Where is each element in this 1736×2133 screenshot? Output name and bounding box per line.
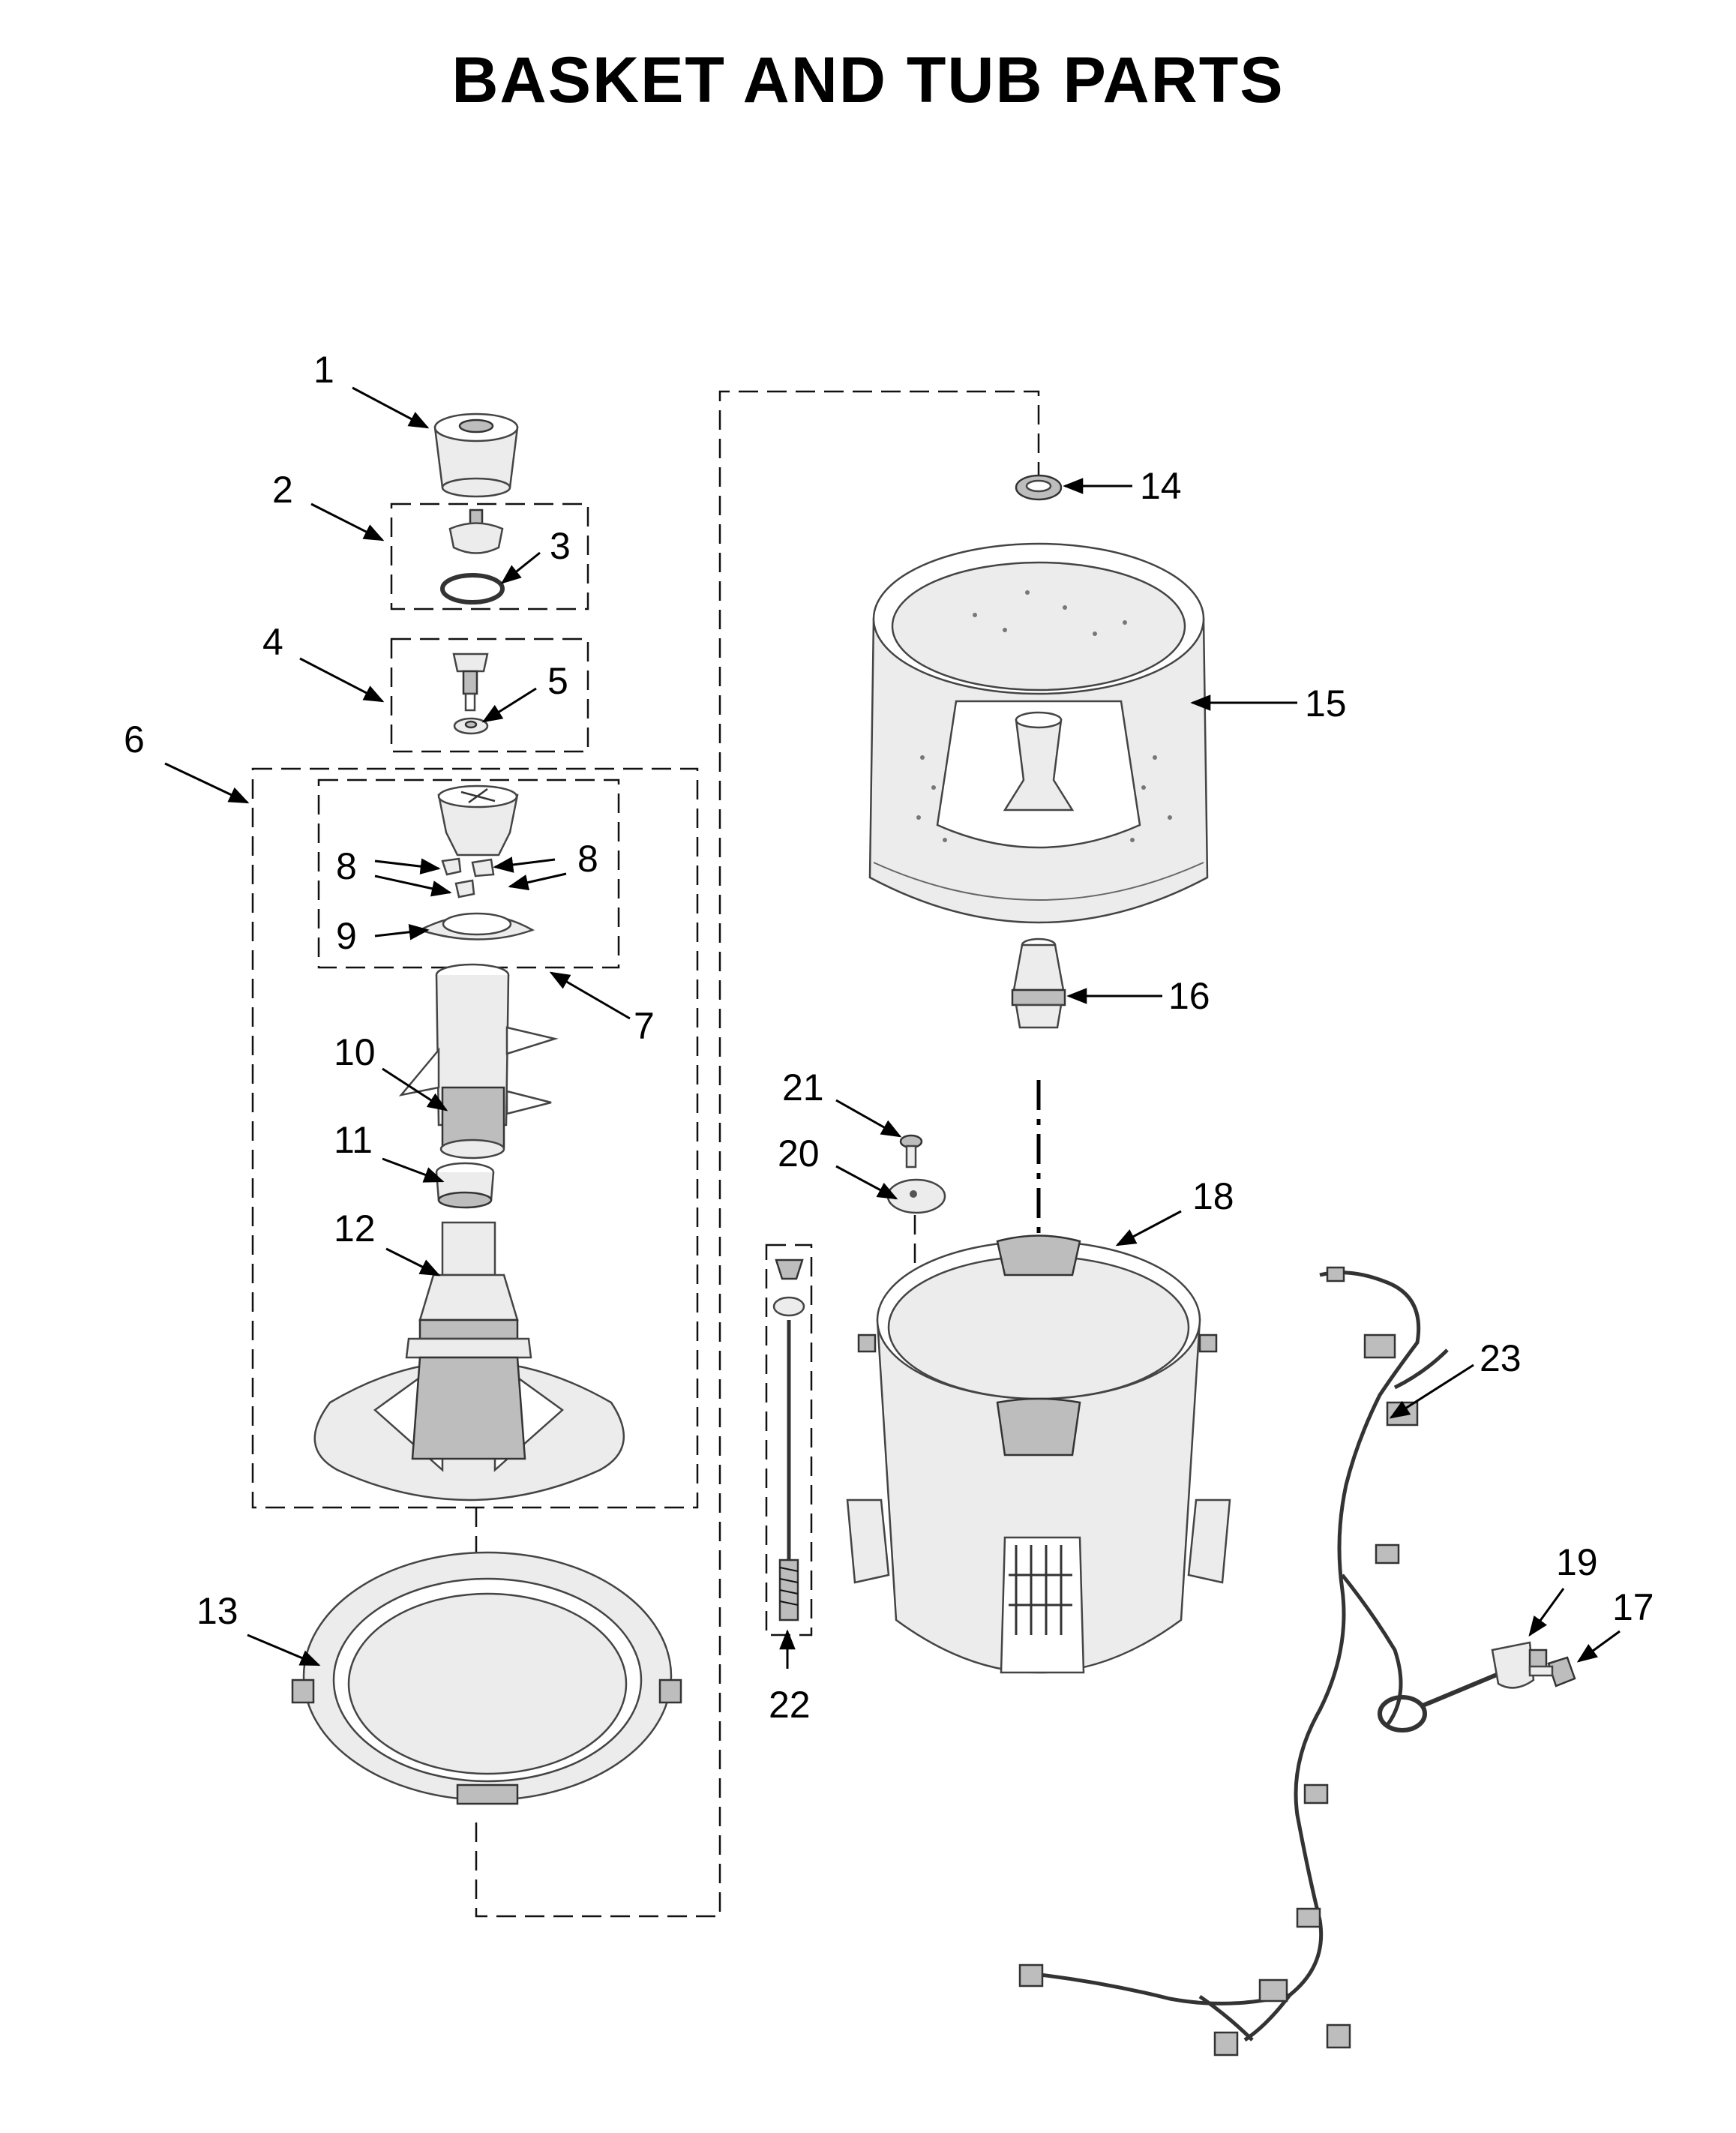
- callout-13: 13: [196, 1590, 238, 1632]
- callout-22: 22: [769, 1684, 811, 1726]
- part-16-hub: [1011, 938, 1066, 1029]
- callout-17: 17: [1612, 1586, 1654, 1628]
- group-box-4: [390, 638, 589, 753]
- callout-11: 11: [334, 1119, 373, 1161]
- group-box-2: [390, 502, 589, 610]
- part-4-bolt: [452, 652, 489, 712]
- group-box-6: [251, 767, 699, 1509]
- part-19-clamp: [1491, 1641, 1548, 1689]
- part-2-cap-insert: [448, 508, 504, 554]
- part-9-dog-retainer: [417, 912, 535, 940]
- callout-20: 20: [778, 1132, 820, 1174]
- part-15-wash-basket: [868, 542, 1209, 924]
- callout-12: 12: [334, 1208, 376, 1250]
- callout-14: 14: [1140, 465, 1182, 507]
- callout-15: 15: [1305, 682, 1347, 724]
- callout-10: 10: [334, 1031, 376, 1073]
- callout-leaders: [164, 386, 1621, 1669]
- part-23-harness-connectors: [1018, 1266, 1419, 2056]
- part-20-tub-bracket: [886, 1178, 946, 1214]
- callout-21: 21: [782, 1066, 824, 1108]
- part-7-drive-cam: [437, 784, 519, 856]
- callout-19: 19: [1556, 1541, 1598, 1583]
- callout-16: 16: [1168, 975, 1210, 1017]
- callout-23: 23: [1480, 1337, 1522, 1379]
- part-10-agitator-barrel: [398, 963, 559, 1160]
- part-3-o-ring: [440, 573, 505, 604]
- part-21-screw: [899, 1134, 923, 1168]
- callout-9: 9: [336, 915, 357, 957]
- callout-1: 1: [313, 349, 334, 391]
- part-23-wire-harness: [1019, 1270, 1513, 2042]
- part-14-nut: [1015, 474, 1063, 501]
- diagram-title: BASKET AND TUB PARTS: [451, 44, 1285, 116]
- callout-2: 2: [272, 469, 293, 511]
- part-12-agitator-base: [313, 1221, 625, 1502]
- part-8-agitator-dogs: [441, 857, 495, 898]
- part-13-tub-ring: [291, 1551, 682, 1805]
- part-1-agitator-cap: [433, 412, 519, 498]
- part-11-coupling: [435, 1162, 495, 1209]
- part-18-outer-tub: [846, 1234, 1231, 1674]
- callout-5: 5: [547, 660, 568, 702]
- callout-6: 6: [124, 718, 145, 760]
- assembly-connector-line: [475, 390, 1040, 1918]
- callout-3: 3: [550, 525, 571, 567]
- part-5-washer: [453, 717, 489, 735]
- callout-8-right: 8: [577, 838, 598, 880]
- callout-7: 7: [634, 1005, 655, 1047]
- callout-8-left: 8: [336, 845, 357, 887]
- part-17-screw: [1528, 1656, 1576, 1688]
- callout-4: 4: [262, 621, 283, 663]
- callout-18: 18: [1192, 1175, 1234, 1217]
- part-22-spring-rod: [772, 1258, 805, 1622]
